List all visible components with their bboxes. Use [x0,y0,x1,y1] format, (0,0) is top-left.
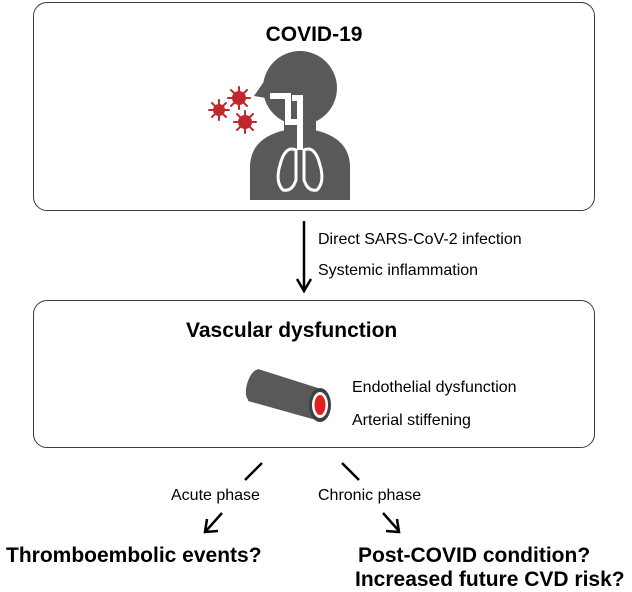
endothelial-dysfunction-label: Endothelial dysfunction [352,379,517,396]
covid-box: COVID-19 [33,2,595,211]
vascular-box: Vascular dysfunction [33,300,595,448]
arrow-label-infection: Direct SARS-CoV-2 infection [318,231,522,248]
post-covid-outcome: Post-COVID condition? [358,544,591,567]
cvd-risk-outcome: Increased future CVD risk? [355,568,625,591]
covid-title: COVID-19 [265,23,363,46]
thromboembolic-outcome: Thromboembolic events? [6,544,262,567]
arrow-label-inflammation: Systemic inflammation [318,262,479,279]
arterial-stiffening-label: Arterial stiffening [352,412,471,429]
vascular-title: Vascular dysfunction [186,319,398,342]
chronic-phase-label: Chronic phase [318,487,422,504]
acute-phase-label: Acute phase [171,487,260,504]
